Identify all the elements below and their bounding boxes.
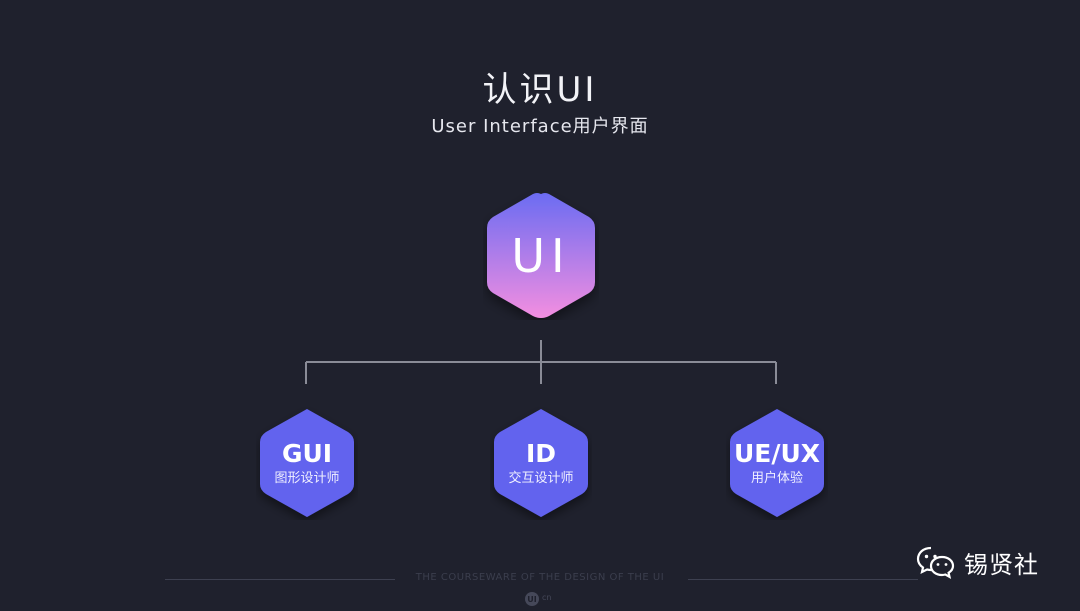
child-node-subtitle: 图形设计师	[274, 470, 340, 486]
page-subtitle: User Interface用户界面	[431, 116, 649, 137]
footer-divider-right	[688, 579, 918, 580]
child-node-subtitle: 用户体验	[750, 470, 803, 486]
watermark-name: 锡贤社	[964, 550, 1039, 579]
child-node-gui: GUI 图形设计师	[256, 406, 358, 520]
child-node-id: ID 交互设计师	[490, 406, 592, 520]
child-node-ue-ux: UE/UX 用户体验	[726, 406, 828, 520]
wechat-watermark: 锡贤社	[916, 542, 1039, 582]
footer-divider-left	[165, 579, 395, 580]
hexagon-shape	[730, 409, 824, 517]
hexagon-shape	[487, 193, 595, 318]
page-title: 认识UI	[482, 70, 598, 110]
root-node-ui: UI	[483, 190, 599, 320]
root-node-label: UI	[511, 229, 571, 283]
child-node-title: UE/UX	[733, 438, 821, 468]
child-node-title: ID	[525, 438, 557, 468]
hexagon-shape	[260, 409, 354, 517]
footer-logo-mark: UI	[525, 592, 539, 606]
hexagon-shape	[494, 409, 588, 517]
child-node-title: GUI	[281, 438, 333, 468]
child-node-subtitle: 交互设计师	[508, 470, 574, 486]
wechat-icon	[916, 546, 955, 579]
footer-tagline: THE COURSEWARE OF THE DESIGN OF THE UI	[415, 572, 665, 583]
footer-logo-suffix: cn	[542, 593, 552, 602]
